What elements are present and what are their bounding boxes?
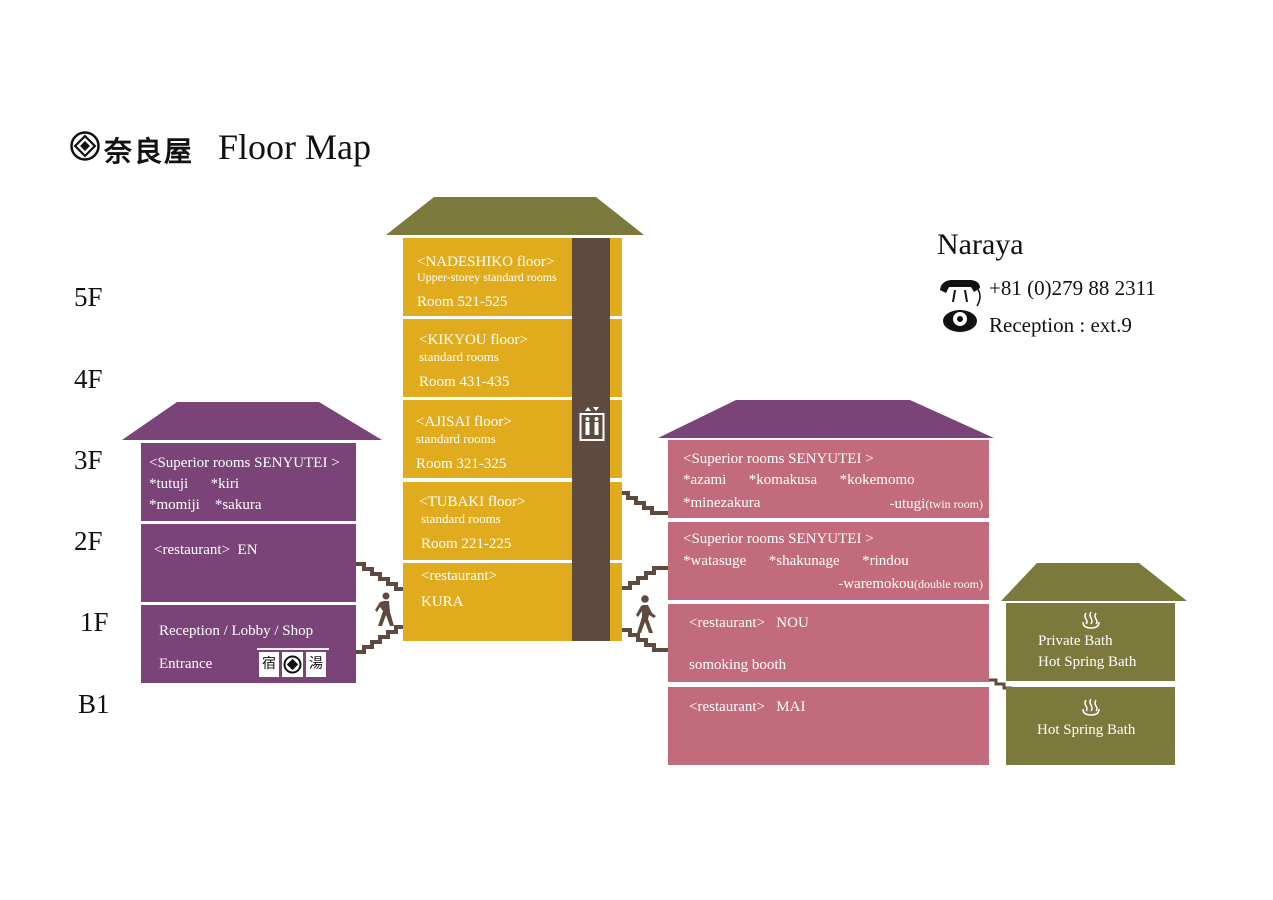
left-3f-line2: *momiji *sakura [149, 497, 262, 513]
right-b1-restaurant-mai: <restaurant> MAI [668, 687, 989, 765]
center-1f-title: <restaurant> [421, 568, 498, 584]
center-building-roof [386, 197, 644, 239]
stairs-right-lower [620, 564, 670, 656]
center-3f-sub: standard rooms [416, 431, 496, 446]
right-2f-superior-rooms: <Superior rooms SENYUTEI > *watasuge *sh… [668, 522, 989, 600]
center-4f-sub: standard rooms [419, 349, 499, 364]
telephone-icon [937, 276, 983, 334]
left-1f-line2: Entrance [159, 656, 213, 672]
bath-b1-hot-spring: Hot Spring Bath [1006, 687, 1175, 765]
left-2f-title: <restaurant> EN [154, 542, 258, 558]
right-2f-line2-note: (double room) [914, 577, 983, 591]
right-2f-line1: *watasuge *shakunage *rindou [683, 553, 909, 569]
right-3f-line2b-note: (twin room) [925, 497, 983, 511]
left-3f-line1: *tutuji *kiri [149, 476, 239, 492]
noren-panel-right: 湯 [306, 652, 326, 677]
stairs-right-upper [620, 490, 670, 516]
bath-1f-private-hot-spring: Private Bath Hot Spring Bath [1006, 603, 1175, 681]
left-1f-line1: Reception / Lobby / Shop [159, 623, 314, 639]
right-2f-line2: -waremokou [838, 576, 915, 592]
contact-name: Naraya [937, 228, 1024, 261]
bath-building-roof [1001, 563, 1187, 605]
elevator-icon [579, 405, 605, 442]
center-4f-rooms: Room 431-435 [419, 374, 510, 390]
right-3f-line2a: *minezakura [683, 495, 761, 511]
center-3f-title: <AJISAI floor> [416, 414, 512, 430]
center-3f-rooms: Room 321-325 [416, 456, 507, 472]
left-3f-superior-rooms: <Superior rooms SENYUTEI > *tutuji *kiri… [141, 443, 356, 521]
walking-person-icon-right [634, 595, 658, 635]
floor-label-4f: 4F [74, 364, 103, 394]
floor-label-5f: 5F [74, 282, 103, 312]
right-2f-title: <Superior rooms SENYUTEI > [683, 531, 874, 547]
center-2f-rooms: Room 221-225 [421, 536, 512, 552]
contact-reception: Reception : ext.9 [989, 313, 1132, 337]
hot-spring-icon [1081, 610, 1101, 630]
right-3f-line2b: -utugi [889, 496, 926, 512]
bath-upper-line2: Hot Spring Bath [1038, 654, 1137, 670]
center-5f-title: <NADESHIKO floor> [417, 254, 555, 270]
contact-phone: +81 (0)279 88 2311 [989, 276, 1156, 300]
right-3f-superior-rooms: <Superior rooms SENYUTEI > *azami *komak… [668, 440, 989, 518]
center-2f-sub: standard rooms [421, 511, 501, 526]
bath-upper-line1: Private Bath [1038, 633, 1113, 649]
right-1f-title: <restaurant> NOU [689, 615, 809, 631]
left-building-roof [122, 402, 382, 444]
stairs-left [354, 560, 406, 656]
page-title: Floor Map [218, 127, 371, 167]
hot-spring-icon [1081, 697, 1101, 717]
logo-text: 奈良屋 [104, 135, 195, 168]
naraya-logo-icon [70, 131, 100, 161]
noren-logo-icon [282, 652, 303, 677]
center-5f-rooms: Room 521-525 [417, 294, 508, 310]
center-1f-name: KURA [421, 594, 464, 610]
walking-person-icon-left [374, 592, 396, 628]
floor-label-1f: 1F [80, 607, 109, 637]
noren-curtain: 宿 湯 [257, 648, 329, 677]
right-1f-sub: somoking booth [689, 657, 787, 673]
right-1f-restaurant-nou: <restaurant> NOU somoking booth [668, 604, 989, 682]
floor-label-2f: 2F [74, 526, 103, 556]
right-3f-title: <Superior rooms SENYUTEI > [683, 451, 874, 467]
right-b1-title: <restaurant> MAI [689, 699, 806, 715]
center-5f-sub: Upper-storey standard rooms [417, 270, 557, 284]
left-1f-reception-lobby: Reception / Lobby / Shop Entrance 宿 湯 [141, 605, 356, 683]
left-3f-title: <Superior rooms SENYUTEI > [149, 455, 340, 471]
center-2f-title: <TUBAKI floor> [419, 494, 526, 510]
right-3f-line1: *azami *komakusa *kokemomo [683, 472, 915, 488]
center-4f-title: <KIKYOU floor> [419, 332, 528, 348]
bath-lower-line1: Hot Spring Bath [1037, 722, 1136, 738]
stairs-bath [988, 676, 1012, 690]
floor-label-b1: B1 [78, 689, 110, 719]
noren-panel-left: 宿 [259, 652, 279, 677]
left-2f-restaurant-en: <restaurant> EN [141, 524, 356, 602]
right-building-roof [658, 400, 994, 442]
floor-label-3f: 3F [74, 445, 103, 475]
